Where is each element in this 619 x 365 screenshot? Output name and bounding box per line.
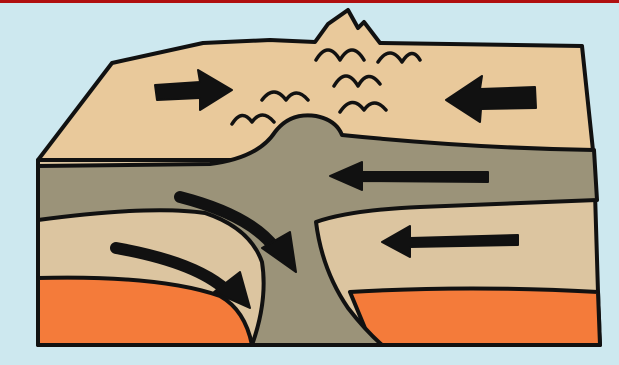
top-frame-line [0, 0, 619, 3]
mantle-right [350, 289, 600, 346]
